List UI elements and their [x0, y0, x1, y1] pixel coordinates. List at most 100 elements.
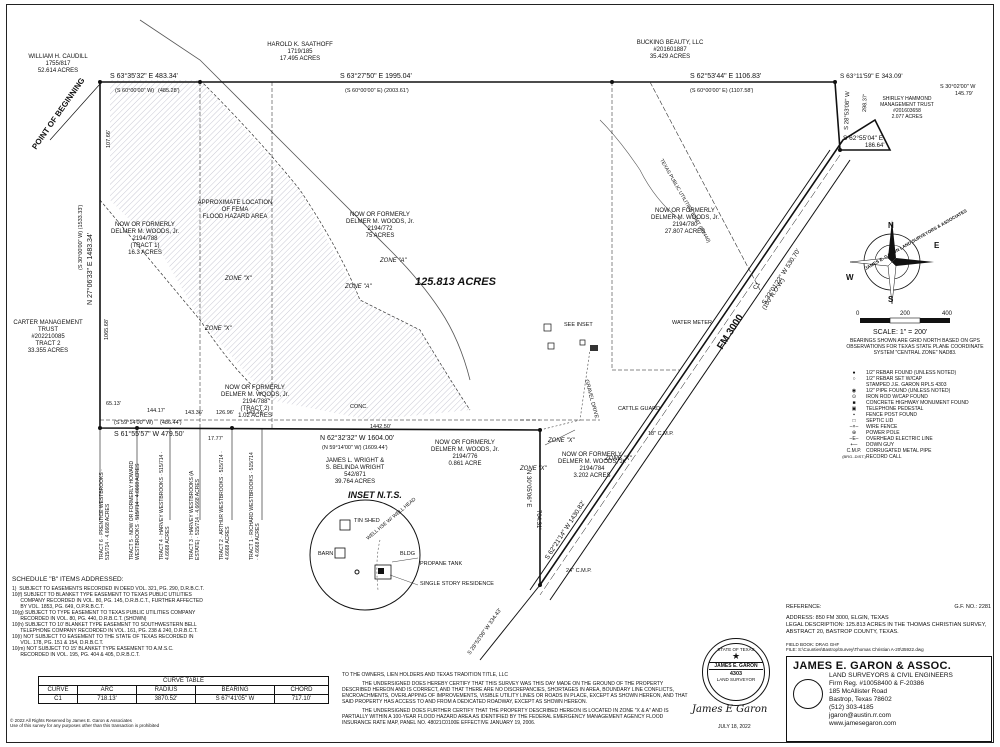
- bearing-ne-b: S 30°02'00" W: [940, 84, 976, 90]
- legend-text: 1/2" REBAR FOUND (UNLESS NOTED): [866, 370, 957, 376]
- south-tract-3: TRACT 3 · HARVEY WESTBROOKS (A ESTATE) ·…: [189, 471, 201, 560]
- cmp-18-label: 18" C.M.P.: [648, 431, 674, 437]
- scale-tick-400: 400: [942, 311, 953, 317]
- corner-marker: [135, 426, 139, 430]
- inset-barn: [334, 547, 346, 559]
- flood-line: OF FEMA: [221, 207, 249, 213]
- neighbor-caudill: WILLIAM H. CAUDILL 1755/817 52.614 ACRES: [18, 54, 98, 75]
- flood-zone-line: [199, 79, 471, 411]
- legend-row: –×– WIRE FENCE: [842, 424, 992, 430]
- bearing-south: N 62°32'32" W 1604.00': [320, 434, 394, 442]
- corner-marker: [838, 148, 842, 152]
- tract-vol: 515/714: [135, 501, 141, 520]
- neighbor-hammond: SHIRLEY HAMMOND MANAGEMENT TRUST #201603…: [872, 96, 942, 120]
- legend-text: POWER POLE: [866, 430, 900, 436]
- firm-line: 185 McAllister Road: [829, 688, 888, 695]
- tract-line: (TRACT 2): [240, 406, 270, 412]
- curve-header: ARC: [77, 685, 137, 695]
- scale-bar: [860, 317, 950, 324]
- firm-line: www.jamesegaron.com: [829, 720, 897, 727]
- building-symbol: [547, 342, 555, 350]
- signature-date: JULY 18, 2022: [718, 724, 751, 730]
- curve-table-title: CURVE TABLE: [38, 676, 329, 686]
- schedule-item: VOL. 178, PG. 151 & 154, D.R.B.C.T.: [12, 640, 104, 646]
- tract-line: NOW OR FORMERLY: [435, 440, 495, 446]
- legend-text: FENCE POST FOUND: [866, 412, 918, 418]
- iron-rod-icon: ⊙: [851, 394, 857, 400]
- neighbor-line: MANAGEMENT TRUST: [880, 102, 934, 108]
- curve-header: BEARING: [195, 685, 275, 695]
- dim-1442: 1442.50': [370, 424, 391, 430]
- dim-143-74: 143.74': [246, 410, 264, 416]
- legend-row: ▪ FENCE POST FOUND: [842, 412, 992, 418]
- bearing-ne-c2: 298.37': [862, 94, 869, 112]
- schedule-item: 10(i) NOT SUBJECT TO EASEMENT TO THE STA…: [12, 634, 194, 640]
- scale-tick-0: 0: [856, 311, 860, 317]
- tract-acres: 4.6668 ACRES: [135, 463, 141, 498]
- schedule-item: 10(h) SUBJECT TO 10' BLANKET TYPE EASEME…: [12, 622, 197, 628]
- legend-text: RECORD CALL: [866, 454, 902, 460]
- legend-row: STAMPED J.E. GARON RPLS 4303: [842, 382, 992, 388]
- neighbor-line: 542/871: [344, 472, 366, 478]
- bearing-sw-tail: S 28°53'08" W 334.43': [467, 608, 503, 656]
- tract-line: 2194/788: [132, 236, 158, 242]
- fence-post-icon: ▪: [853, 412, 855, 418]
- total-acreage: 125.813 ACRES: [415, 276, 497, 288]
- legend-text: TELEPHONE PEDESTAL: [866, 406, 924, 412]
- bearings-basis-note: BEARINGS SHOWN ARE GRID NORTH BASED ON G…: [846, 338, 984, 356]
- septic-lid-icon: □: [852, 418, 856, 424]
- legend-text: 1/2" PIPE FOUND (UNLESS NOTED): [866, 388, 951, 394]
- neighbor-line: S. BELINDA WRIGHT: [325, 465, 385, 471]
- tract-line: 16.3 ACRES: [128, 250, 162, 256]
- tract-line: NOW OR FORMERLY: [562, 452, 622, 458]
- fm3000-centerline: [539, 154, 841, 596]
- schedule-item: 10(m) NOT SUBJECT TO 15' BLANKET TYPE EA…: [12, 646, 174, 652]
- rebar-set-icon: ○: [852, 376, 856, 382]
- firm-line: Bastrop, Texas 78602: [829, 696, 892, 703]
- inset-tin-label: TIN SHED: [354, 518, 380, 524]
- down-guy-icon: ⟵: [850, 442, 858, 448]
- corner-marker: [610, 80, 614, 84]
- neighbor-line: #201601887: [653, 47, 687, 53]
- wire-fence-icon: –×–: [849, 424, 859, 430]
- tract-vol: 515/714: [219, 454, 225, 473]
- schedule-item: COMPANY RECORDED IN VOL. 80, PG. 145, D.…: [12, 598, 203, 604]
- tract-acres: 4.6668 ACRES: [255, 523, 261, 557]
- dim-144: 144.17': [147, 408, 165, 414]
- tract-line: DELMER M. WOODS, Jr.: [345, 219, 414, 225]
- legend-row: ▣TELEPHONE PEDESTAL: [842, 406, 992, 412]
- legend-row: ⊙IRON ROD W/CAP FOUND: [842, 394, 992, 400]
- fm3000-label: FM 3000: [715, 312, 746, 351]
- dim-65: 65.13': [106, 401, 121, 407]
- surveyor-seal: STATE OF TEXAS ★ JAMES E. GARON 4303 LAN…: [702, 638, 770, 706]
- flood-line: APPROXIMATE LOCATION: [197, 200, 273, 206]
- certification-paragraph: THE UNDERSIGNED DOES HEREBY CERTIFY THAT…: [342, 681, 688, 705]
- rebar-found-icon: ●: [852, 370, 856, 376]
- south-tract-1: TRACT 1 · RICHARD WESTBROOKS · 515/714 ·…: [249, 452, 261, 560]
- tract-line: NOW OR FORMERLY: [115, 222, 175, 228]
- neighbor-line: WILLIAM H. CAUDILL: [28, 54, 88, 60]
- south-tract-4: TRACT 4 · HARVEY WESTBROOKS · 515/714 · …: [159, 451, 171, 560]
- neighbor-line: SHIRLEY HAMMOND: [882, 96, 932, 102]
- tract-line: NOW OR FORMERLY: [350, 212, 410, 218]
- south-tract-5: TRACT 5 · NOW OR FORMERLY HOWARD WESTBRO…: [129, 460, 141, 560]
- schedule-item: BY VOL. 1853, PG. 649, O.P.R.B.C.T.: [12, 604, 105, 610]
- neighbor-line: HAROLD K. SAATHOFF: [267, 42, 333, 48]
- bearing-north-east: S 62°53'44" E 1106.83': [690, 72, 761, 80]
- reference-block: REFERENCE: G.F. NO.: 2281 ADDRESS: 850 F…: [786, 604, 991, 652]
- tract-line: DELMER M. WOODS, Jr.: [110, 229, 179, 235]
- gravel-drive: [539, 349, 591, 431]
- firm-name: JAMES E. GARON & ASSOC.: [793, 660, 952, 672]
- firm-line: Firm Reg. #10058400 & F-20386: [829, 680, 925, 687]
- building-symbol: [543, 323, 552, 332]
- corner-marker: [98, 426, 102, 430]
- power-pole-icon: ⊕: [851, 430, 857, 436]
- neighbor-saathoff: HAROLD K. SAATHOFF 1719/185 17.495 ACRES: [255, 42, 345, 63]
- legend-text: WIRE FENCE: [866, 424, 898, 430]
- tract-acres: 4.6668 ACRES: [225, 526, 231, 560]
- tract-line: 2194/776: [452, 454, 478, 460]
- scale-tick-200: 200: [900, 311, 911, 317]
- creek-line: [139, 19, 471, 381]
- schedule-item: 10(g) SUBJECT TO TYPE EASEMENT TO TEXAS …: [12, 610, 196, 616]
